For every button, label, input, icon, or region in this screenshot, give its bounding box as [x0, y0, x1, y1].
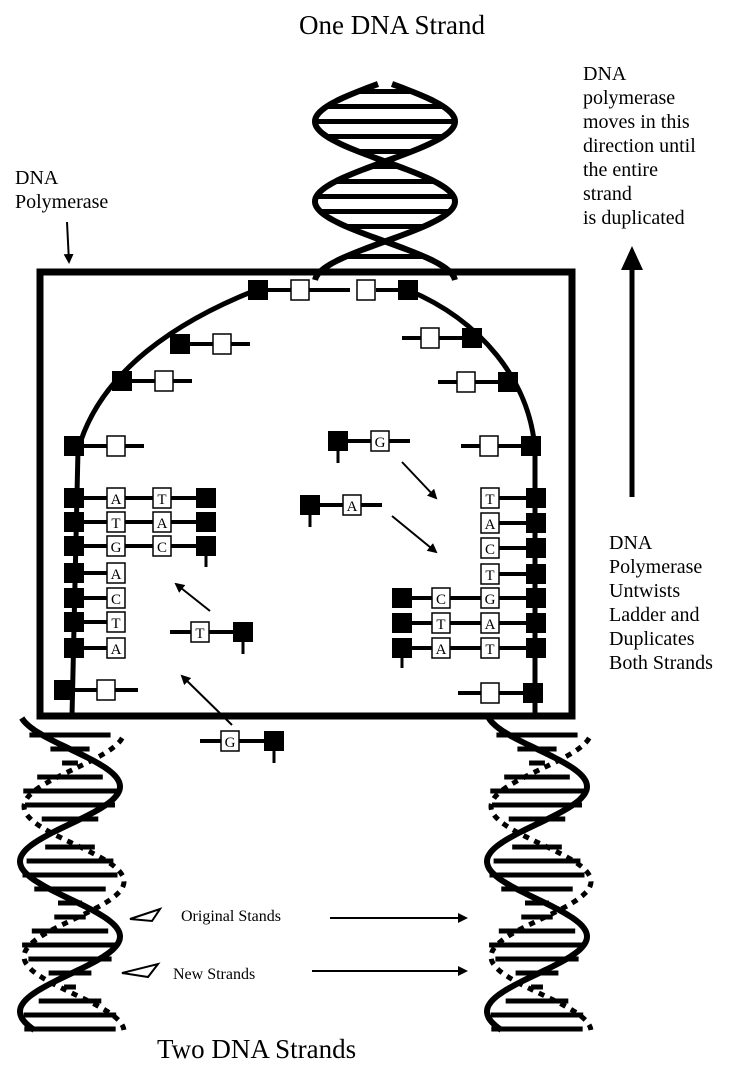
base-letter: C: [157, 540, 167, 556]
base-letter: A: [157, 516, 168, 532]
sugar-block: [462, 328, 482, 348]
sugar-block: [196, 488, 216, 508]
base-box: [155, 371, 173, 391]
sugar-block: [526, 613, 546, 633]
base-box: [481, 683, 499, 703]
sugar-block: [64, 638, 84, 658]
base-letter: T: [485, 492, 494, 508]
arrow-t-to-left: [176, 584, 210, 611]
base-box: [291, 280, 309, 300]
sugar-block: [64, 612, 84, 632]
sugar-block: [392, 638, 412, 658]
base-letter: C: [436, 592, 446, 608]
base-letter: T: [485, 568, 494, 584]
arrow-a-to-right: [392, 516, 436, 552]
sugar-block: [526, 488, 546, 508]
original-strands-pointer: [130, 909, 160, 921]
base-letter: G: [375, 435, 386, 451]
new-strands-pointer: [122, 964, 158, 977]
sugar-block: [248, 280, 268, 300]
sugar-block: [526, 638, 546, 658]
base-letter: G: [111, 540, 122, 556]
base-letter: A: [111, 492, 122, 508]
base-letter: T: [111, 616, 120, 632]
base-letter: A: [485, 517, 496, 533]
right-daughter-helix: [487, 718, 591, 1030]
base-letter: T: [436, 617, 445, 633]
base-letter: T: [195, 626, 204, 642]
sugar-block: [521, 436, 541, 456]
sugar-block: [392, 613, 412, 633]
base-letter: C: [111, 592, 121, 608]
top-double-helix: [315, 84, 455, 280]
sugar-block: [196, 536, 216, 556]
base-box: [213, 334, 231, 354]
base-letter: A: [485, 617, 496, 633]
base-letter: A: [436, 642, 447, 658]
arrow-g-to-right: [402, 462, 436, 498]
base-box: [97, 680, 115, 700]
base-letter: G: [225, 735, 236, 751]
arrow-layer: [67, 222, 643, 977]
sugar-block: [64, 512, 84, 532]
left-daughter-helix: [20, 718, 124, 1030]
base-box: [421, 328, 439, 348]
base-letter: T: [157, 492, 166, 508]
sugar-block: [233, 622, 253, 642]
base-letter: A: [111, 567, 122, 583]
sugar-block: [64, 488, 84, 508]
sugar-block: [526, 513, 546, 533]
base-letter: T: [111, 516, 120, 532]
sugar-block: [300, 495, 320, 515]
sugar-block: [392, 588, 412, 608]
base-letter: A: [347, 499, 358, 515]
sugar-block: [64, 588, 84, 608]
base-letter: T: [485, 642, 494, 658]
sugar-block: [196, 512, 216, 532]
sugar-block: [64, 563, 84, 583]
helix-layer: [20, 84, 591, 1030]
sugar-block: [170, 334, 190, 354]
sugar-block: [526, 588, 546, 608]
polymerase-pointer-arrow: [67, 222, 69, 262]
sugar-block: [64, 536, 84, 556]
sugar-block: [112, 371, 132, 391]
base-letter: C: [485, 542, 495, 558]
base-box: [480, 436, 498, 456]
base-box: [107, 436, 125, 456]
sugar-block: [526, 538, 546, 558]
sugar-block: [398, 280, 418, 300]
sugar-block: [54, 680, 74, 700]
right-parent-backbone: [408, 290, 535, 716]
direction-arrow-head: [621, 246, 643, 270]
base-box: [457, 372, 475, 392]
base-letter: A: [111, 642, 122, 658]
sugar-block: [498, 372, 518, 392]
sugar-block: [64, 436, 84, 456]
sugar-block: [523, 683, 543, 703]
base-box: [357, 280, 375, 300]
base-letter: G: [485, 592, 496, 608]
sugar-block: [526, 564, 546, 584]
sugar-block: [328, 431, 348, 451]
sugar-block: [264, 731, 284, 751]
